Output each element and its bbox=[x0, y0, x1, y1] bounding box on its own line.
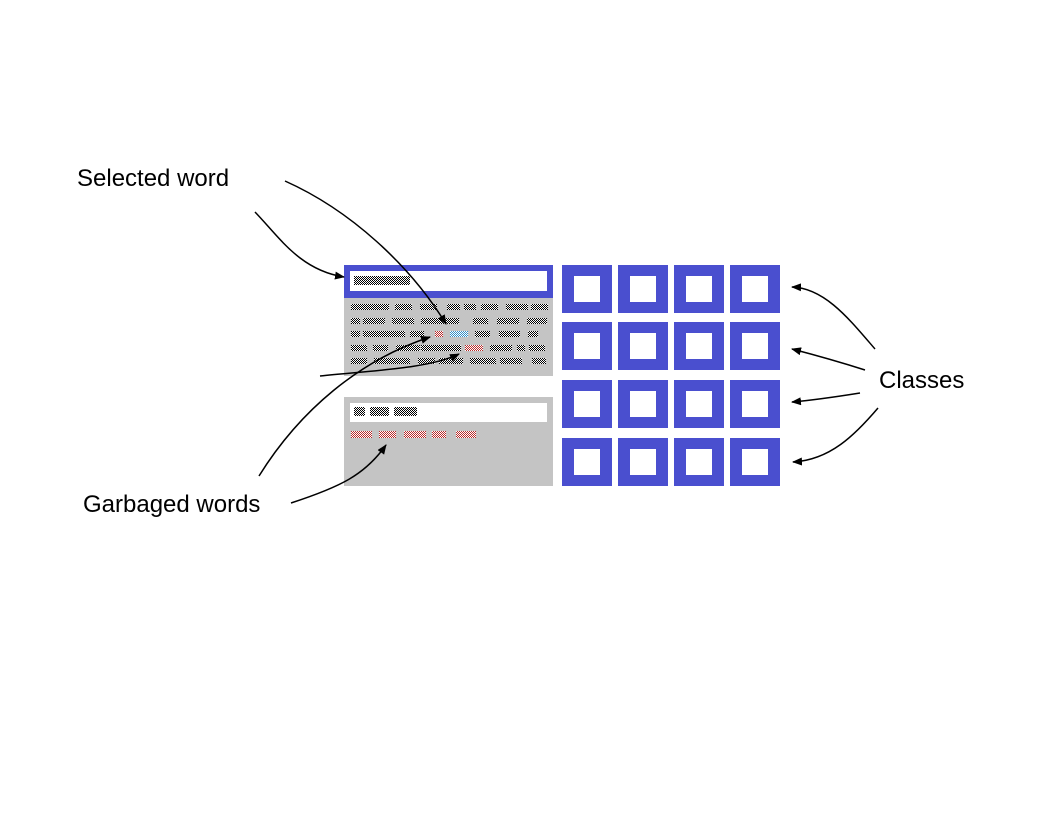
word bbox=[517, 345, 525, 351]
class-box-inner bbox=[742, 449, 768, 475]
selected-word-arrow-to-word bbox=[284, 180, 447, 325]
garbaged-word bbox=[351, 431, 372, 438]
word bbox=[464, 304, 476, 310]
garbaged-word-arrow-to-top-word-1 bbox=[258, 336, 431, 477]
word bbox=[396, 345, 420, 351]
word bbox=[363, 331, 405, 337]
word bbox=[475, 331, 490, 337]
class-box-inner bbox=[686, 276, 712, 302]
word bbox=[363, 318, 385, 324]
word bbox=[351, 358, 367, 364]
word bbox=[506, 304, 528, 310]
word bbox=[373, 345, 388, 351]
classes-arrow-row-2 bbox=[791, 347, 866, 371]
word bbox=[392, 318, 414, 324]
word bbox=[374, 358, 410, 364]
word bbox=[528, 331, 538, 337]
class-grid bbox=[562, 265, 780, 486]
classes-arrow-row-1 bbox=[791, 283, 876, 350]
garbage-document-words bbox=[351, 431, 476, 438]
classes-arrow-row-4 bbox=[792, 407, 879, 466]
title-word bbox=[354, 407, 365, 416]
word bbox=[351, 345, 367, 351]
selected-word-label: Selected word bbox=[77, 165, 229, 192]
class-box-inner bbox=[686, 333, 712, 359]
class-box-inner bbox=[574, 449, 600, 475]
class-box-inner bbox=[630, 391, 656, 417]
word bbox=[473, 318, 488, 324]
word bbox=[532, 358, 546, 364]
selected-word bbox=[450, 331, 468, 337]
word bbox=[351, 331, 360, 337]
word bbox=[500, 358, 522, 364]
word bbox=[497, 318, 519, 324]
class-box-inner bbox=[742, 333, 768, 359]
word bbox=[439, 358, 463, 364]
class-box-inner bbox=[574, 391, 600, 417]
word bbox=[447, 304, 460, 310]
arrows bbox=[254, 180, 879, 504]
garbaged-word-arrow-to-bottom-word bbox=[290, 444, 387, 504]
classes-label: Classes bbox=[879, 367, 964, 394]
garbaged-word bbox=[456, 431, 476, 438]
word bbox=[481, 304, 498, 310]
word bbox=[470, 358, 496, 364]
word bbox=[490, 345, 512, 351]
selected-document-words bbox=[351, 304, 548, 364]
selected-document-title-word bbox=[354, 276, 410, 285]
word bbox=[420, 304, 437, 310]
garbage-document-title-words bbox=[354, 407, 417, 416]
garbaged-word bbox=[379, 431, 396, 438]
word bbox=[421, 318, 459, 324]
class-box-inner bbox=[630, 449, 656, 475]
class-box-inner bbox=[574, 276, 600, 302]
selected-document-panel bbox=[344, 265, 553, 376]
garbaged-word bbox=[404, 431, 426, 438]
garbaged-word bbox=[432, 431, 446, 438]
garbaged-words-label: Garbaged words bbox=[83, 491, 260, 518]
classes-arrow-row-3 bbox=[791, 392, 861, 406]
class-box-inner bbox=[630, 276, 656, 302]
garbaged-word bbox=[435, 331, 443, 337]
class-box-inner bbox=[742, 276, 768, 302]
class-box-inner bbox=[686, 449, 712, 475]
word bbox=[529, 345, 545, 351]
class-box-inner bbox=[630, 333, 656, 359]
class-box-inner bbox=[574, 333, 600, 359]
word bbox=[351, 304, 389, 310]
word bbox=[421, 345, 461, 351]
word bbox=[527, 318, 547, 324]
word bbox=[418, 358, 435, 364]
garbaged-word-arrow-to-top-word-2 bbox=[319, 353, 460, 377]
class-box-inner bbox=[686, 391, 712, 417]
title-word bbox=[394, 407, 417, 416]
word bbox=[531, 304, 548, 310]
word bbox=[410, 331, 424, 337]
word bbox=[499, 331, 520, 337]
class-box-inner bbox=[742, 391, 768, 417]
garbage-document-panel bbox=[344, 397, 553, 486]
word bbox=[351, 318, 360, 324]
selected-word-arrow-to-header bbox=[254, 211, 345, 280]
garbaged-word bbox=[465, 345, 483, 351]
title-word bbox=[370, 407, 389, 416]
word bbox=[395, 304, 412, 310]
